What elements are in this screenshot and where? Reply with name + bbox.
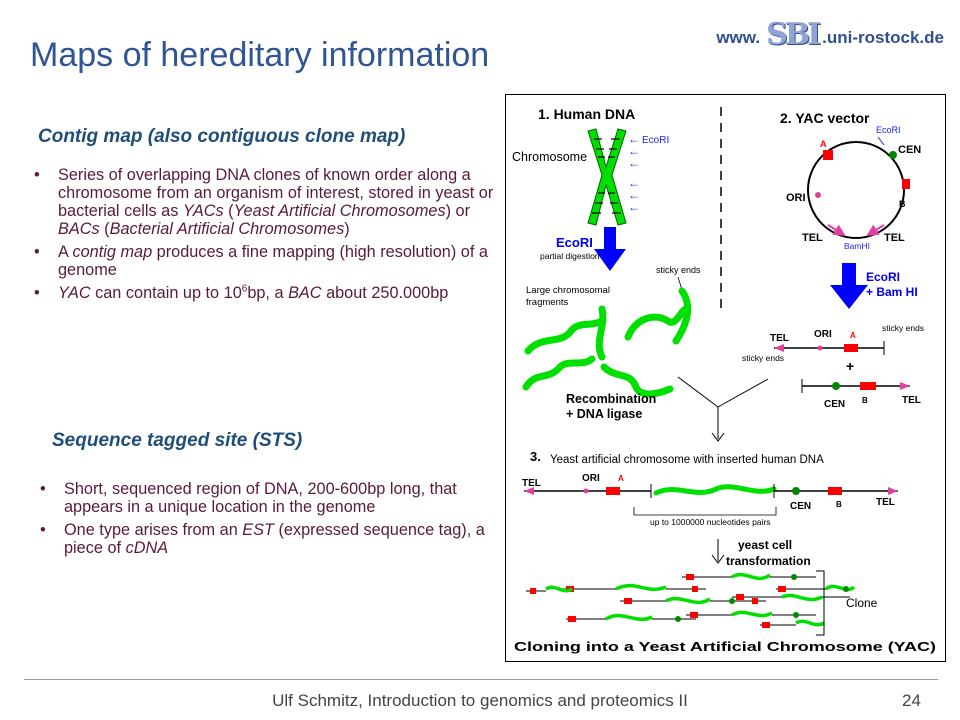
ecori-label: EcoRI	[642, 135, 669, 146]
svg-text:←: ←	[628, 132, 640, 146]
yac-cloning-figure: 1. Human DNA Chromosome ←←← ←←← EcoRI Ec…	[505, 94, 946, 662]
svg-text:ORI: ORI	[786, 192, 806, 204]
svg-text:←: ←	[628, 156, 640, 170]
sbi-logo: SBI	[766, 17, 821, 52]
sts-bullet-2: One type arises from an EST (expressed s…	[34, 521, 496, 557]
svg-text:←: ←	[628, 176, 640, 190]
cen-dot	[889, 151, 897, 159]
footer-text: Ulf Schmitz, Introduction to genomics an…	[272, 691, 688, 710]
large-fragments-label-2: fragments	[526, 297, 568, 308]
ori-dot	[815, 192, 821, 198]
ecori-bamhi-arrow-icon	[830, 263, 868, 309]
svg-text:Recombination: Recombination	[566, 392, 656, 406]
contig-bullets: Series of overlapping DNA clones of know…	[28, 166, 500, 307]
svg-text:transformation: transformation	[726, 554, 811, 568]
svg-text:B: B	[899, 199, 906, 209]
contig-heading: Contig map (also contiguous clone map)	[38, 126, 406, 147]
bamhi-label: BamHI	[844, 241, 870, 251]
svg-text:A: A	[618, 474, 624, 483]
svg-text:+: +	[846, 358, 854, 374]
large-fragments-label-1: Large chromosomal	[526, 285, 610, 296]
chromosome-label: Chromosome	[512, 150, 587, 164]
converge-right	[717, 378, 769, 408]
sticky-ends-label-3: sticky ends	[742, 353, 784, 363]
svg-text:CEN: CEN	[898, 144, 921, 156]
sticky-ends-label-2: sticky ends	[882, 323, 924, 333]
sticky-ends-label-1: sticky ends	[656, 265, 701, 275]
svg-text:EcoRI: EcoRI	[866, 270, 900, 284]
ecori-small-label: EcoRI	[876, 125, 901, 135]
svg-text:yeast cell: yeast cell	[738, 538, 792, 552]
contig-bullet-1: Series of overlapping DNA clones of know…	[28, 166, 500, 238]
contig-bullet-3: YAC can contain up to 106bp, a BAC about…	[28, 284, 500, 302]
step1-label: 1. Human DNA	[538, 106, 635, 122]
chromosome-icon	[587, 128, 627, 226]
sts-bullet-1: Short, sequenced region of DNA, 200-600b…	[34, 480, 496, 516]
page-number: 24	[902, 691, 921, 710]
figure-svg: 1. Human DNA Chromosome ←←← ←←← EcoRI Ec…	[512, 106, 936, 654]
marker-b	[902, 179, 910, 189]
svg-text:B: B	[862, 396, 868, 405]
ecori-digest-label: EcoRI	[556, 235, 593, 250]
partial-digestion-label: partial digestion	[540, 251, 600, 261]
dna-fragments	[522, 287, 692, 398]
svg-text:A: A	[820, 139, 827, 149]
step2-label: 2. YAC vector	[780, 110, 870, 126]
step3-text: Yeast artificial chromosome with inserte…	[550, 454, 824, 466]
svg-text:TEL: TEL	[884, 232, 905, 244]
svg-text:CEN: CEN	[824, 399, 845, 410]
svg-text:+ Bam HI: + Bam HI	[866, 285, 918, 299]
clone-set	[526, 572, 856, 628]
svg-text:TEL: TEL	[770, 333, 789, 344]
svg-text:TEL: TEL	[522, 478, 541, 489]
clone-bracket	[816, 570, 825, 636]
svg-text:CEN: CEN	[790, 501, 811, 512]
ecori-arrows: ←←← ←←←	[628, 132, 640, 214]
nucleotides-label: up to 1000000 nucleotides pairs	[650, 517, 771, 527]
page-title: Maps of hereditary information	[30, 36, 490, 74]
svg-text:TEL: TEL	[802, 232, 823, 244]
yac-vector-circle	[807, 141, 905, 239]
converge-left	[677, 376, 719, 408]
brand-suffix: .uni-rostock.de	[822, 28, 944, 47]
figure-caption: Cloning into a Yeast Artificial Chromoso…	[514, 639, 936, 654]
svg-text:ORI: ORI	[814, 329, 832, 340]
inserted-dna	[653, 484, 777, 496]
svg-text:ORI: ORI	[582, 473, 600, 484]
clone-label: Clone	[846, 596, 878, 610]
svg-text:←: ←	[628, 144, 640, 158]
step3-label: 3.	[530, 449, 541, 464]
svg-text:TEL: TEL	[902, 395, 921, 406]
sts-heading: Sequence tagged site (STS)	[52, 430, 303, 451]
svg-text:TEL: TEL	[876, 497, 895, 508]
footer-divider	[24, 679, 938, 680]
brand-prefix: www.	[716, 28, 761, 47]
digest-arrow-icon	[594, 227, 626, 271]
marker-a	[823, 150, 833, 160]
svg-text:B: B	[836, 500, 842, 509]
sts-bullets: Short, sequenced region of DNA, 200-600b…	[34, 480, 496, 562]
site-brand[interactable]: www. SBI .uni-rostock.de	[716, 17, 944, 52]
svg-text:A: A	[850, 331, 856, 340]
svg-text:+ DNA ligase: + DNA ligase	[566, 407, 642, 421]
svg-text:←: ←	[628, 188, 640, 202]
contig-bullet-2: A contig map produces a fine mapping (hi…	[28, 243, 500, 279]
svg-text:←: ←	[628, 200, 640, 214]
